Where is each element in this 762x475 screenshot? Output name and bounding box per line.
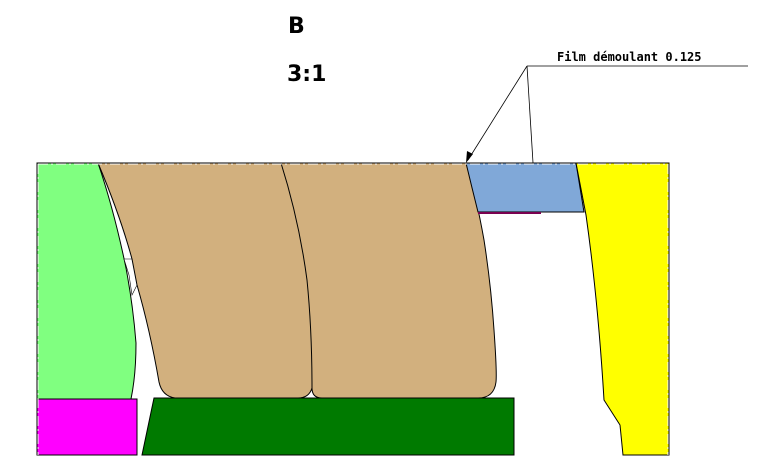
- right-block: [465, 162, 585, 213]
- leader-line-1: [467, 65, 528, 161]
- bottom-left-part: [36, 398, 138, 456]
- detail-view-label: B: [288, 14, 305, 39]
- bottom-plate: [141, 397, 515, 456]
- left-part: [36, 162, 137, 400]
- center-part-divider: [280, 162, 313, 389]
- center-part: [97, 162, 497, 399]
- right-part: [575, 162, 670, 456]
- detail-view-scale: 3:1: [287, 62, 326, 87]
- leader-arrowhead-1: [466, 151, 473, 163]
- release-film-callout-text: Film démoulant 0.125: [557, 50, 702, 64]
